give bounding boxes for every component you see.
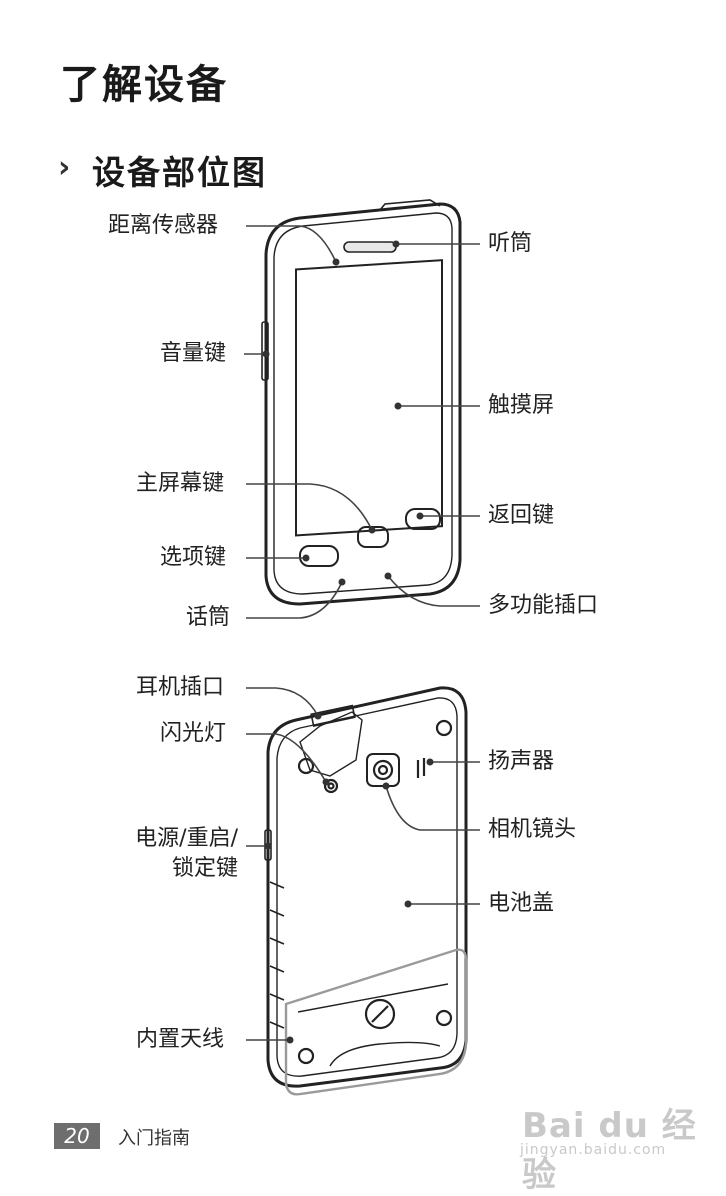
chevron-right-icon: › <box>58 150 71 185</box>
label-proximity-sensor: 距离传感器 <box>108 213 219 238</box>
label-back-key: 返回键 <box>488 503 555 528</box>
section-title: 设备部位图 <box>92 153 267 192</box>
label-microphone: 话筒 <box>186 605 231 630</box>
label-camera-lens: 相机镜头 <box>488 817 577 842</box>
front-phone-illustration <box>261 199 462 606</box>
label-volume-key: 音量键 <box>160 341 227 366</box>
label-menu-key: 选项键 <box>160 545 227 570</box>
chapter-name: 入门指南 <box>118 1128 190 1149</box>
label-flash: 闪光灯 <box>160 721 227 746</box>
label-home-key: 主屏幕键 <box>136 471 225 496</box>
label-internal-antenna: 内置天线 <box>136 1027 225 1052</box>
antenna-highlight <box>284 948 468 1096</box>
label-power-key-line2: 锁定键 <box>171 856 238 881</box>
page-title: 了解设备 <box>60 62 228 108</box>
label-touch-screen: 触摸屏 <box>488 393 555 418</box>
label-headset-jack: 耳机插口 <box>136 675 225 700</box>
watermark-brand: Bai du 经验 <box>522 1106 697 1195</box>
watermark-url: jingyan.baidu.com <box>520 1142 667 1158</box>
back-phone-illustration <box>264 686 468 1088</box>
label-multifunction-jack: 多功能插口 <box>488 593 599 618</box>
label-battery-cover: 电池盖 <box>488 891 555 916</box>
label-earpiece: 听筒 <box>488 231 533 256</box>
label-speaker: 扬声器 <box>488 749 555 774</box>
page-number: 20 <box>54 1123 100 1149</box>
label-power-key-line1: 电源/重启/ <box>135 826 238 851</box>
